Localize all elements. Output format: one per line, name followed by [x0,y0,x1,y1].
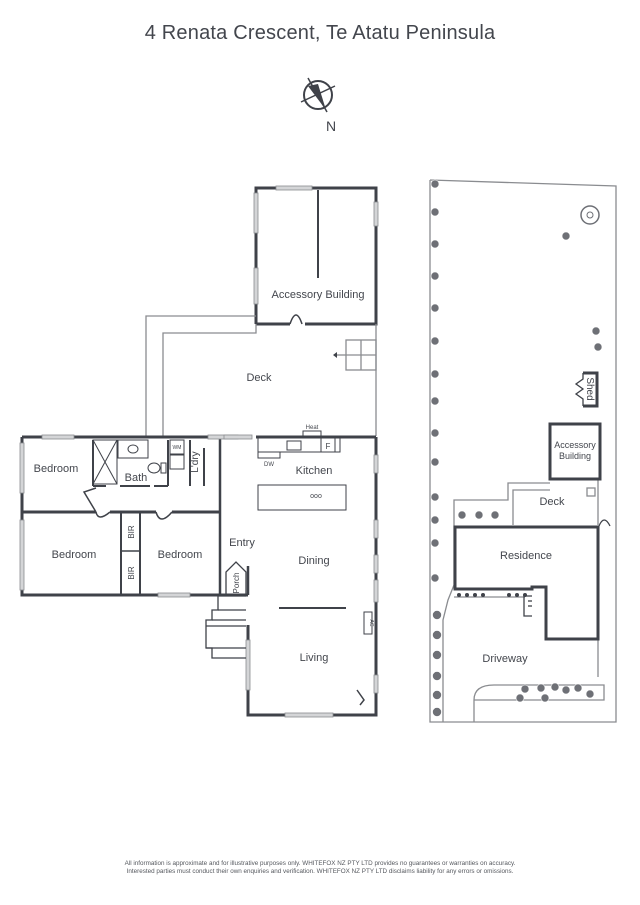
room-label-dining: Dining [298,555,329,567]
site-label-driveway: Driveway [482,653,528,665]
site-label-accessory-line2: Building [559,451,591,461]
shrub-icons [457,593,527,597]
porch-stairs [205,561,247,659]
tree-icons [430,179,603,717]
label-ac: AC [368,620,374,627]
site-label-shed: Shed [584,377,595,400]
label-heat: Heat [306,425,319,431]
room-label-bath: Bath [125,472,148,484]
site-label-deck: Deck [539,496,565,508]
house-windows [19,434,379,718]
room-label-bir-2: BIR [127,566,136,580]
door-swings [82,487,365,706]
label-wm: WM [173,445,182,451]
label-dw: DW [264,462,274,468]
room-label-accessory-building: Accessory Building [272,289,365,301]
room-label-bedroom-2: Bedroom [52,549,97,561]
door-swing [289,314,303,325]
stair-arrow-icon [333,352,337,358]
disclaimer-line-1: All information is approximate and for i… [124,860,516,867]
bir-doors [120,514,141,593]
room-label-bedroom-3: Bedroom [158,549,203,561]
house-walls [20,435,378,717]
disclaimer: All information is approximate and for i… [0,860,640,876]
room-label-deck: Deck [246,372,272,384]
accessory-building-walls [254,186,378,326]
room-label-bedroom-1: Bedroom [34,463,79,475]
room-label-laundry: L'dry [190,451,201,472]
deck-outline [145,315,377,436]
large-tree-icon [580,205,600,225]
disclaimer-line-2: Interested parties must conduct their ow… [126,868,514,875]
label-cooktop: ooo [310,493,322,500]
shed-door [523,373,611,617]
site-label-residence: Residence [500,550,552,562]
bath-fixtures [92,439,185,485]
label-fridge: F [326,442,331,451]
room-label-entry: Entry [229,537,255,549]
north-label: N [326,118,336,134]
room-label-bir-1: BIR [127,525,136,539]
room-label-kitchen: Kitchen [296,465,333,477]
kitchen-fixtures [257,430,373,635]
north-arrow-icon [300,77,336,113]
page-title: 4 Renata Crescent, Te Atatu Peninsula [144,22,496,44]
site-label-accessory-line1: Accessory [554,440,596,450]
accessory-windows [253,185,379,305]
room-label-porch: Porch [232,573,241,594]
room-label-living: Living [300,652,329,664]
site-buildings [453,371,602,641]
